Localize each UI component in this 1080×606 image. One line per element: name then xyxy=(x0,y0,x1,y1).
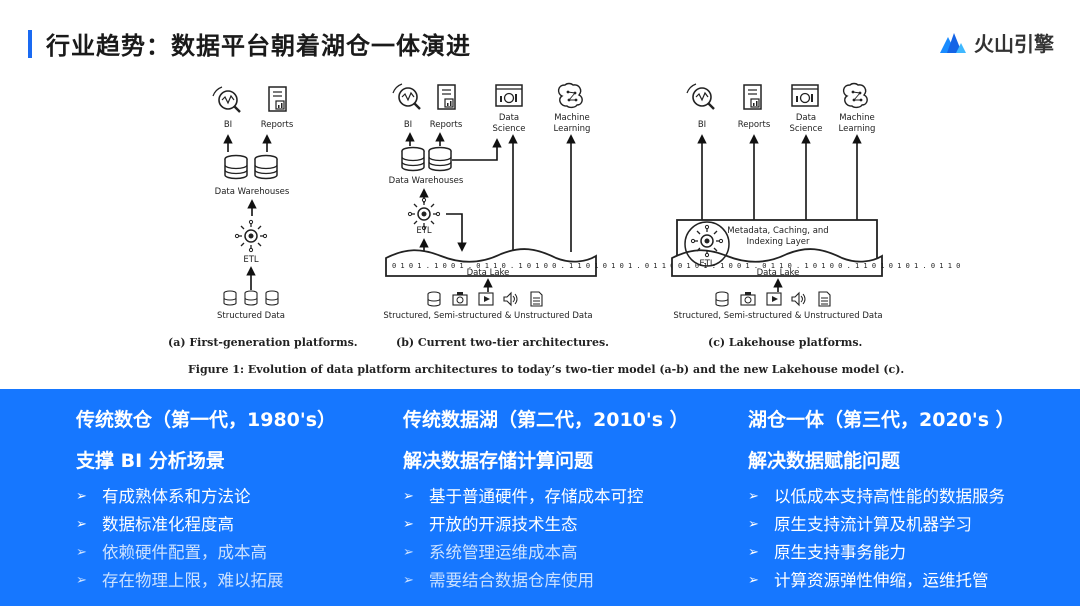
caption-b: (b) Current two-tier architectures. xyxy=(396,336,609,349)
bi-label: BI xyxy=(698,120,706,130)
column-subtitle: 解决数据存储计算问题 xyxy=(403,450,594,472)
list-item: ➢ 有成熟体系和方法论 xyxy=(76,483,336,511)
column-title: 传统数据湖（第二代，2010's ） xyxy=(403,409,689,431)
list-item-text: 开放的开源技术生态 xyxy=(429,515,578,534)
etl-label: ETL xyxy=(699,259,715,269)
column-gen3: 湖仓一体（第三代，2020's ） 解决数据赋能问题 ➢ 以低成本支持高性能的数据… xyxy=(748,405,1015,595)
panel-b-diagram: BI Reports Data Science Machine Learning… xyxy=(383,82,676,321)
machine-learning-label-2: Learning xyxy=(554,124,591,134)
list-item: ➢ 原生支持事务能力 xyxy=(748,539,1015,567)
metadata-layer-label-2: Indexing Layer xyxy=(747,237,810,247)
list-item-text: 存在物理上限，难以拓展 xyxy=(102,571,284,590)
architecture-figure: 0 1 0 1 . 1 0 0 1 . 0 1 1 0 . 1 0 1 0 0 … xyxy=(168,82,962,376)
source-label: Structured, Semi-structured & Unstructur… xyxy=(673,311,882,321)
page-title: 行业趋势：数据平台朝着湖仓一体演进 xyxy=(46,32,471,60)
reports-label: Reports xyxy=(261,120,294,130)
title-accent-bar xyxy=(28,30,32,58)
dw-label: Data Warehouses xyxy=(215,187,290,197)
panel-a-diagram: BI Reports Data Warehouses ETL Structure… xyxy=(211,85,294,321)
data-science-label-2: Science xyxy=(493,124,526,134)
etl-label: ETL xyxy=(243,255,259,265)
column-subtitle: 解决数据赋能问题 xyxy=(748,450,901,472)
chevron-right-icon: ➢ xyxy=(76,489,87,504)
data-lake-label: Data Lake xyxy=(757,268,800,278)
chevron-right-icon: ➢ xyxy=(76,545,87,560)
data-science-label: Data xyxy=(796,113,816,123)
dw-label: Data Warehouses xyxy=(389,176,464,186)
bi-label: BI xyxy=(224,120,232,130)
panel-c-diagram: BI Reports Data Science Machine Learning… xyxy=(671,82,962,321)
list-item-text: 数据标准化程度高 xyxy=(102,515,234,534)
list-item: ➢ 系统管理运维成本高 xyxy=(403,539,689,567)
chevron-right-icon: ➢ xyxy=(403,517,414,532)
machine-learning-label: Machine xyxy=(839,113,875,123)
metadata-layer-label: Metadata, Caching, and xyxy=(727,226,828,236)
column-subtitle: 支撑 BI 分析场景 xyxy=(76,450,225,472)
list-item: ➢ 依赖硬件配置，成本高 xyxy=(76,539,336,567)
list-item: ➢ 需要结合数据仓库使用 xyxy=(403,567,689,595)
bi-label: BI xyxy=(404,120,412,130)
machine-learning-label: Machine xyxy=(554,113,590,123)
list-item-text: 原生支持事务能力 xyxy=(774,543,906,562)
data-science-label-2: Science xyxy=(790,124,823,134)
list-item-text: 依赖硬件配置，成本高 xyxy=(102,543,267,562)
logo-text: 火山引擎 xyxy=(974,32,1054,56)
column-title: 湖仓一体（第三代，2020's ） xyxy=(748,409,1015,431)
etl-label: ETL xyxy=(416,226,432,236)
reports-label: Reports xyxy=(738,120,771,130)
list-item: ➢ 计算资源弹性伸缩，运维托管 xyxy=(748,567,1015,595)
column-title: 传统数仓（第一代，1980's） xyxy=(76,409,337,431)
list-item: ➢ 开放的开源技术生态 xyxy=(403,511,689,539)
chevron-right-icon: ➢ xyxy=(748,517,759,532)
chevron-right-icon: ➢ xyxy=(748,545,759,560)
list-item-text: 以低成本支持高性能的数据服务 xyxy=(774,487,1005,506)
figure-caption: Figure 1: Evolution of data platform arc… xyxy=(188,363,905,376)
column-gen1: 传统数仓（第一代，1980's） 支撑 BI 分析场景 ➢ 有成熟体系和方法论 ➢… xyxy=(76,405,336,595)
caption-a: (a) First-generation platforms. xyxy=(168,336,358,349)
chevron-right-icon: ➢ xyxy=(403,489,414,504)
chevron-right-icon: ➢ xyxy=(76,517,87,532)
list-item-text: 原生支持流计算及机器学习 xyxy=(774,515,972,534)
list-item: ➢ 以低成本支持高性能的数据服务 xyxy=(748,483,1015,511)
chevron-right-icon: ➢ xyxy=(748,573,759,588)
chevron-right-icon: ➢ xyxy=(76,573,87,588)
list-item-text: 有成熟体系和方法论 xyxy=(102,487,251,506)
chevron-right-icon: ➢ xyxy=(403,573,414,588)
generations-panel: 传统数仓（第一代，1980's） 支撑 BI 分析场景 ➢ 有成熟体系和方法论 ➢… xyxy=(0,389,1080,606)
brand-logo: 火山引擎 xyxy=(938,28,1054,57)
list-item-text: 基于普通硬件，存储成本可控 xyxy=(429,487,644,506)
list-item: ➢ 原生支持流计算及机器学习 xyxy=(748,511,1015,539)
caption-c: (c) Lakehouse platforms. xyxy=(708,336,863,349)
chevron-right-icon: ➢ xyxy=(403,545,414,560)
reports-label: Reports xyxy=(430,120,463,130)
list-item-text: 计算资源弹性伸缩，运维托管 xyxy=(774,571,989,590)
chevron-right-icon: ➢ xyxy=(748,489,759,504)
source-label: Structured, Semi-structured & Unstructur… xyxy=(383,311,592,321)
machine-learning-label-2: Learning xyxy=(839,124,876,134)
column-gen2: 传统数据湖（第二代，2010's ） 解决数据存储计算问题 ➢ 基于普通硬件，存储… xyxy=(403,405,689,595)
data-science-label: Data xyxy=(499,113,519,123)
list-item: ➢ 基于普通硬件，存储成本可控 xyxy=(403,483,689,511)
list-item: ➢ 数据标准化程度高 xyxy=(76,511,336,539)
data-lake-label: Data Lake xyxy=(467,268,510,278)
list-item: ➢ 存在物理上限，难以拓展 xyxy=(76,567,336,595)
list-item-text: 需要结合数据仓库使用 xyxy=(429,571,594,590)
source-label: Structured Data xyxy=(217,311,285,321)
volcano-logo-icon xyxy=(940,32,966,53)
list-item-text: 系统管理运维成本高 xyxy=(429,543,578,562)
